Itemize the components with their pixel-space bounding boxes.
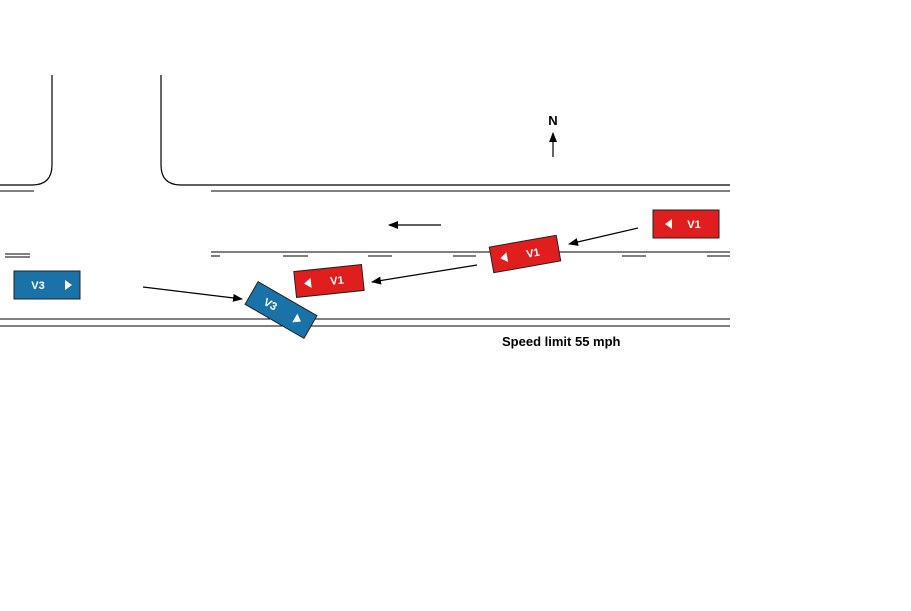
side-road-east-edge xyxy=(160,75,730,186)
v1-heading-left-icon xyxy=(500,252,509,263)
main-road-south-edge xyxy=(0,318,730,327)
vehicle-path-arrows xyxy=(142,227,639,302)
speed-limit-label: Speed limit 55 mph xyxy=(502,334,621,349)
compass-label: N xyxy=(548,113,557,128)
vehicle-v1-position-3: V1 xyxy=(293,263,365,299)
vehicle-v3-label: V3 xyxy=(31,280,44,292)
v1-path-arrow-1 xyxy=(568,227,639,246)
side-road-west-edge xyxy=(0,75,53,186)
v3-heading-right-icon xyxy=(292,313,301,323)
vehicle-v1-label: V1 xyxy=(687,219,700,231)
vehicle-v1-position-1: V1 xyxy=(652,209,720,239)
vehicle-v1-position-2: V1 xyxy=(488,234,562,274)
vehicle-v1-label: V1 xyxy=(525,247,540,261)
vehicle-v1-label: V1 xyxy=(330,274,345,287)
vehicle-v3-label: V3 xyxy=(261,296,279,313)
v1-heading-left-icon xyxy=(304,277,312,288)
vehicle-v3-position-2: V3 xyxy=(244,281,318,339)
v3-path-arrow xyxy=(142,286,243,302)
v3-heading-right-icon xyxy=(65,280,72,290)
side-road xyxy=(0,75,730,186)
north-arrow: N xyxy=(548,113,558,157)
v1-path-arrow-2 xyxy=(371,264,478,285)
vehicle-v3-position-1: V3 xyxy=(13,270,81,300)
v1-heading-left-icon xyxy=(665,219,672,229)
center-lane-line xyxy=(5,251,730,258)
